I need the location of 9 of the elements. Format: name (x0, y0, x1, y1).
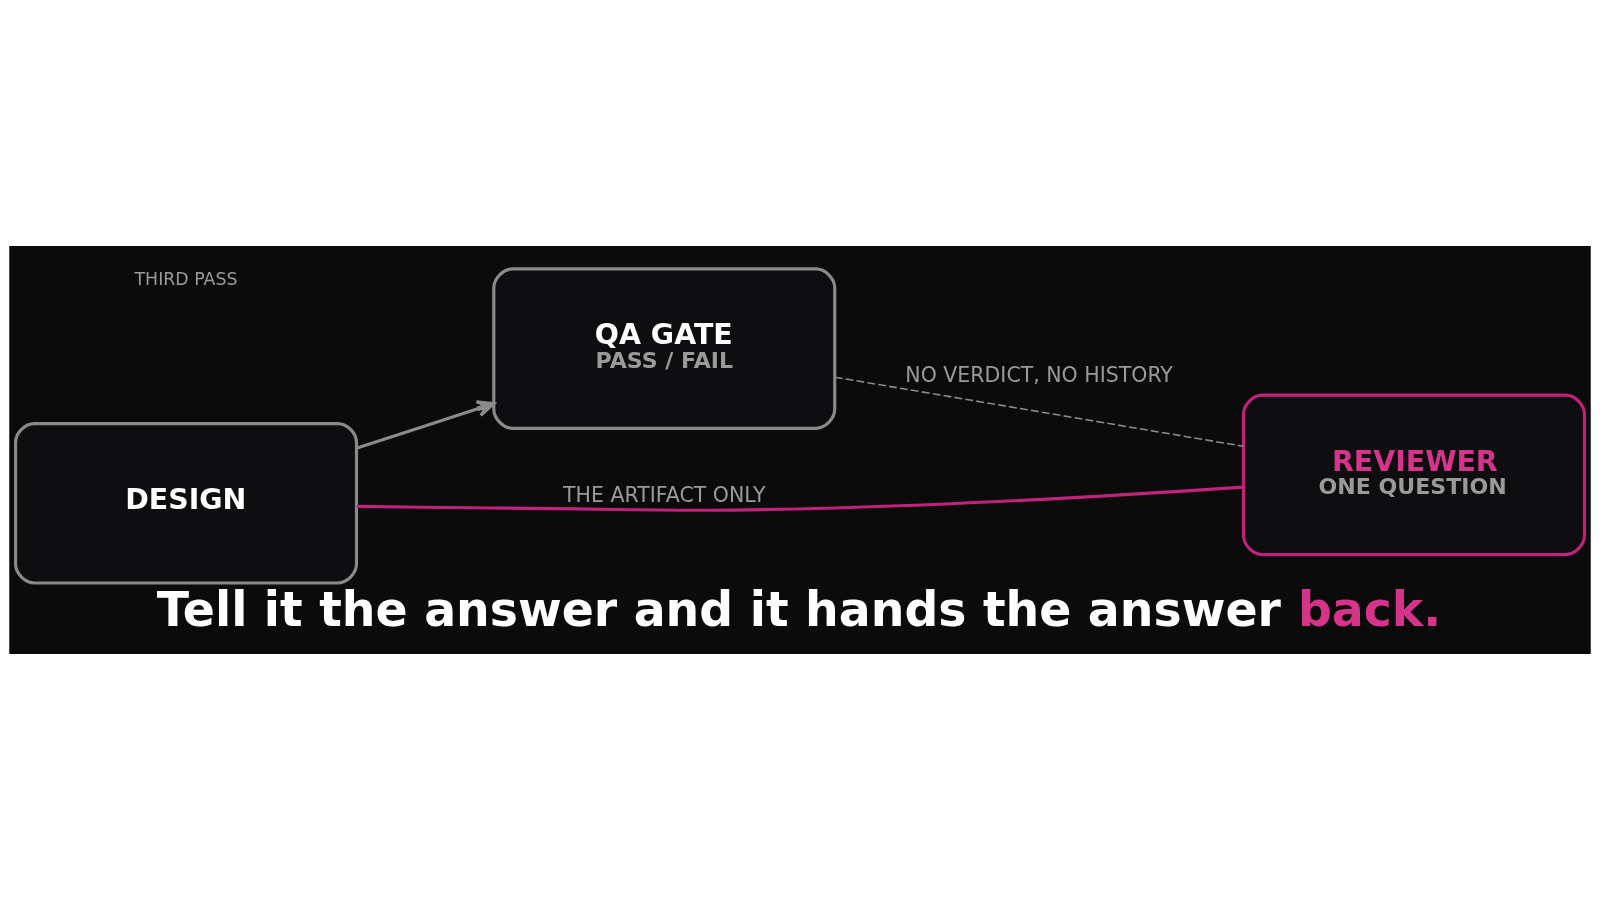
edge-label: NO VERDICT, NO HISTORY (905, 363, 1173, 388)
node-box: DESIGN (14, 422, 359, 585)
connector (356, 485, 1244, 512)
arrow (356, 400, 496, 450)
connector (834, 376, 1245, 448)
node-box: REVIEWER ONE QUESTION (1241, 393, 1586, 557)
label: THIRD PASS (134, 269, 238, 290)
node-box: QA GATE PASS / FAIL (492, 267, 837, 430)
edge-label: THE ARTIFACT ONLY (563, 483, 766, 508)
